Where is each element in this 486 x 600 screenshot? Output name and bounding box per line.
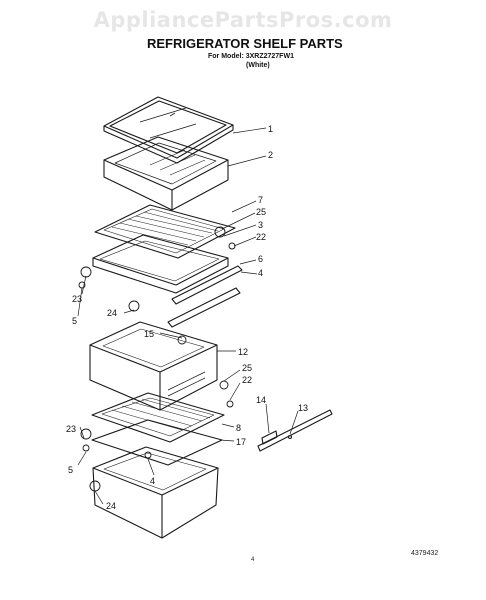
callout-label: 8 (236, 423, 241, 433)
shelf-drawer-part (103, 136, 229, 211)
callout-label: 22 (242, 375, 252, 385)
crisper-drawer-part (89, 321, 218, 411)
side-rail-part (167, 265, 243, 328)
model-line: For Model: 3XRZ2727FW1 (208, 53, 294, 60)
callout-label: 25 (242, 363, 252, 373)
callout-label: 25 (256, 207, 266, 217)
shelf-frame-part (92, 234, 229, 294)
callout-label: 23 (66, 424, 76, 434)
callout-label: 24 (106, 501, 116, 511)
callout-label: 12 (238, 347, 248, 357)
watermark: AppliancePartsPros.com (93, 8, 393, 32)
lower-frame-part (91, 419, 223, 466)
callout-label: 13 (298, 403, 308, 413)
wire-shelf-part (94, 204, 236, 259)
callout-labels: 1 2 7 25 3 22 6 4 23 5 24 15 12 25 22 14… (66, 124, 308, 511)
callout-label: 22 (256, 232, 266, 242)
document-number: 4379432 (411, 550, 439, 557)
callout-label: 7 (258, 195, 263, 205)
callout-label: 4 (258, 268, 263, 278)
glass-shelf-part (103, 96, 234, 164)
lower-crisper-drawer-part (92, 446, 219, 539)
callout-label: 14 (256, 395, 266, 405)
callout-label: 17 (236, 437, 246, 447)
diagram-title: REFRIGERATOR SHELF PARTS (147, 36, 343, 51)
color-line: (White) (246, 62, 270, 69)
callout-label: 5 (72, 316, 77, 326)
callout-label: 4 (150, 476, 155, 486)
callout-label: 2 (268, 150, 273, 160)
callout-label: 1 (268, 124, 273, 134)
bracket-part (257, 409, 333, 452)
callout-label: 6 (258, 254, 263, 264)
leader-lines (77, 127, 299, 505)
hardware-parts (78, 226, 236, 492)
callout-label: 15 (144, 329, 154, 339)
callout-label: 23 (72, 294, 82, 304)
callout-label: 24 (107, 308, 117, 318)
callout-label: 3 (258, 220, 263, 230)
callout-label: 5 (68, 465, 73, 475)
page-number: 4 (251, 557, 255, 563)
